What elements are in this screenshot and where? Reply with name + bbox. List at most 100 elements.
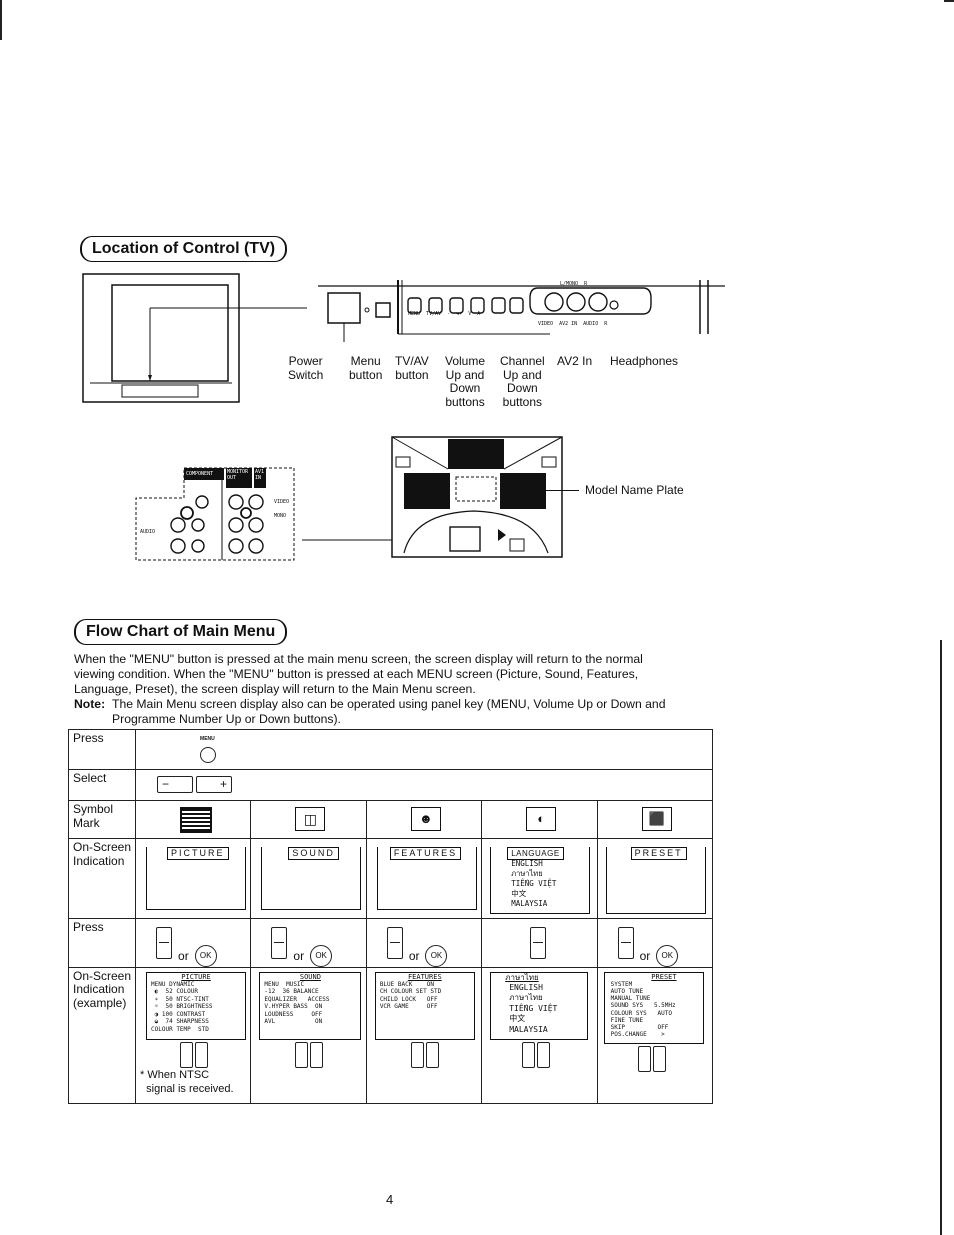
onscreen-preset-frame: PRESET [605,847,706,914]
rear-terminals-illustration: COMPONENT MONITOR OUT AV1 IN VIDEO MONO … [134,466,394,566]
onscreen-language: LANGUAGE ENGLISH ภาษาไทย TIẾNG VIỆT 中文 M… [481,838,598,919]
up-button-icon [425,1041,439,1068]
symbol-sound: ◫ [250,800,367,839]
picture-symbol-icon [180,807,213,833]
rear-monitor-out-label: MONITOR OUT [227,469,249,481]
example-features: FEATURES BLUE BACK ON CH COLOUR SET STD … [365,966,483,1104]
example-sound-buttons [295,1041,325,1071]
ok-button-icon: OK [425,944,448,967]
example-sound-screen: SOUND MENU MUSIC -12 36 BALANCE EQUALIZE… [259,971,362,1040]
up-button-icon [195,1041,209,1068]
label-menu-button: Menu button [349,354,383,382]
example-features-buttons [410,1041,441,1071]
section-title-flow-chart: Flow Chart of Main Menu [74,619,288,645]
features-symbol-icon: ☻ [410,807,441,831]
example-picture-screen: PICTURE MENU DYNAMIC ◐ 52 COLOUR ∗ 50 NT… [146,971,247,1040]
label-headphones: Headphones [610,354,679,368]
down-button-icon [295,1041,309,1068]
row-label-press: Press [67,729,137,770]
example-language: ภาษาไทย ENGLISH ภาษาไทย TIẾNG VIỆT 中文 MA… [481,966,598,1104]
onscreen-picture-frame: PICTURE [146,847,247,910]
down-button-icon [522,1041,536,1068]
rear-video-label: VIDEO [274,499,290,505]
tv-front-illustration [82,273,307,403]
row-label-select: Select [67,769,137,801]
down-button-icon [386,927,403,959]
ok-button-icon: OK [194,944,217,967]
panel-top-text: MENU TV/AV - ◄+ V A [408,311,481,317]
note-label: Note: [74,697,106,711]
language-list: ENGLISH ภาษาไทย TIẾNG VIỆT 中文 MALAYSIA [511,859,557,908]
select-minus-button: − [157,776,194,793]
menu-button-icon [200,747,217,763]
note-line-1: The Main Menu screen display also can be… [112,697,666,711]
down-button-icon [530,927,547,959]
ntsc-footnote: * When NTSC signal is received. [140,1068,234,1095]
onscreen-language-frame: LANGUAGE ENGLISH ภาษาไทย TIẾNG VIỆT 中文 M… [490,847,591,914]
example-language-buttons [522,1041,552,1071]
row-label-onscreen-example: On-Screen Indication (example) [67,966,137,1104]
example-picture: PICTURE MENU DYNAMIC ◐ 52 COLOUR ∗ 50 NT… [135,966,252,1104]
sound-symbol-icon: ◫ [295,807,326,831]
example-preset: PRESET SYSTEM AUTO TUNE MANUAL TUNE SOUN… [596,966,714,1104]
symbol-features: ☻ [365,800,483,839]
down-button-icon [271,927,288,959]
row-label-onscreen: On-Screen Indication [67,838,137,919]
onscreen-features: FEATURES [365,838,483,919]
label-tvav-button: TV/AV button [395,354,429,382]
symbol-picture [135,800,252,839]
language-symbol-icon: ◐ [526,807,557,831]
example-language-screen: ภาษาไทย ENGLISH ภาษาไทย TIẾNG VIỆT 中文 MA… [490,971,589,1040]
row-label-symbol: Symbol Mark [67,800,137,839]
up-button-icon [310,1041,324,1068]
down-button-icon [637,1045,651,1072]
up-button-icon [652,1045,666,1072]
flow-chart-table: Press MENU Select − + Symbol Mark ◫ ☻ ◐ … [67,729,714,1104]
symbol-language: ◐ [481,800,598,839]
rear-av1-in-label: AV1 IN [255,469,265,481]
label-power-switch: Power Switch [288,354,324,382]
edge-mark-left [0,0,2,40]
select-arrow-line [246,769,713,770]
control-panel-illustration: MENU TV/AV - ◄+ V A VIDEO AV2 IN AUDIO R… [310,262,730,348]
intro-line-2: viewing condition. When the "MENU" butto… [74,667,639,681]
down-button-icon [180,1041,194,1068]
tv-rear-illustration [390,435,565,560]
rear-mono-label: MONO [274,513,287,519]
page-number: 4 [386,1192,394,1207]
down-button-icon [617,927,634,959]
down-button-icon [156,927,173,959]
onscreen-features-frame: FEATURES [376,847,477,910]
down-button-icon [410,1041,424,1068]
select-cell: − + [135,769,714,801]
menu-button-caption: MENU [200,736,215,742]
intro-line-3: Language, Preset), the screen display wi… [74,682,476,696]
example-preset-buttons [637,1045,668,1075]
label-channel-buttons: Channel Up and Down buttons [500,354,545,409]
panel-top-right-text: L/MONO R [560,281,588,287]
row-label-press-2: Press [67,918,137,968]
edge-mark-right [940,640,942,1235]
rear-component-label: COMPONENT [186,471,214,477]
press-language [481,918,598,968]
onscreen-sound-frame: SOUND [261,847,362,910]
example-features-screen: FEATURES BLUE BACK ON CH COLOUR SET STD … [374,971,475,1040]
edge-mark-top [944,0,954,2]
select-plus-button: + [196,776,233,793]
ok-button-icon: OK [656,944,679,967]
label-volume-buttons: Volume Up and Down buttons [445,354,486,409]
rear-audio-label: AUDIO [140,529,156,535]
example-sound: SOUND MENU MUSIC -12 36 BALANCE EQUALIZE… [250,966,367,1104]
panel-right-text: VIDEO AV2 IN AUDIO R [538,321,608,327]
model-plate-leader [545,490,579,491]
note-line-2: Programme Number Up or Down buttons). [112,712,341,726]
example-picture-buttons [180,1041,210,1071]
onscreen-sound: SOUND [250,838,367,919]
onscreen-picture: PICTURE [135,838,252,919]
label-model-name-plate: Model Name Plate [585,483,684,497]
section-title-location: Location of Control (TV) [80,236,288,262]
